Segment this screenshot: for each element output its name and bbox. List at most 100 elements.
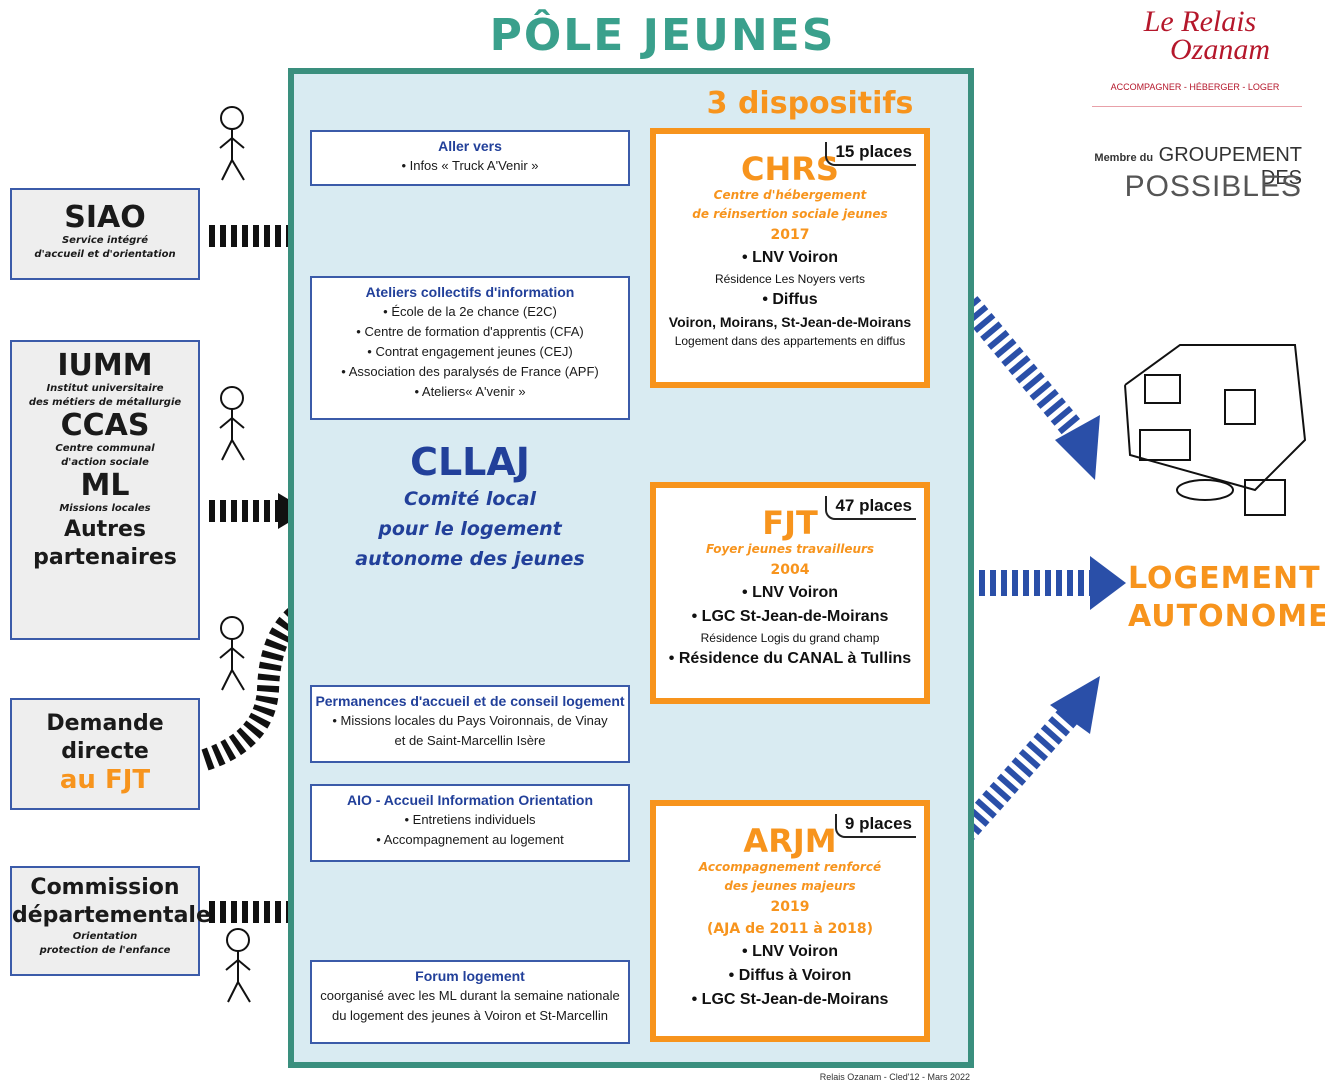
box-line: • Entretiens individuels <box>404 812 536 827</box>
chrs-communes: Voiron, Moirans, St-Jean-de-Moirans <box>668 314 912 330</box>
box-line: • Infos « Truck A'Venir » <box>401 158 539 173</box>
arjm-diffus: • Diffus à Voiron <box>728 967 852 984</box>
chrs-year: 2017 <box>770 227 810 243</box>
iumm-name: IUMM <box>57 348 153 383</box>
walker-figure-2-legs <box>221 437 245 461</box>
apartment-window-1 <box>1144 374 1181 404</box>
fjt-year: 2004 <box>770 562 810 578</box>
chrs-places: 15 places <box>825 142 916 166</box>
groupement-line2: POSSIBLES <box>1124 170 1302 203</box>
box-line: • Centre de formation d'apprentis (CFA) <box>356 324 584 339</box>
siao-desc1: Service intégré <box>61 235 149 246</box>
forum-box: Forum logement coorganisé avec les ML du… <box>310 960 630 1044</box>
siao-box: SIAO Service intégré d'accueil et d'orie… <box>10 188 200 280</box>
commission-line1: Commission <box>30 875 180 900</box>
cllaj-line1: Comité local <box>403 488 537 510</box>
demande-line1: Demande <box>46 711 164 736</box>
relais-ozanam-logo: Le Relais Ozanam <box>1100 0 1300 66</box>
box-line: • Accompagnement au logement <box>376 832 564 847</box>
box-heading: Permanences d'accueil et de conseil loge… <box>315 693 625 709</box>
walker-figure-4-arms <box>225 958 251 971</box>
box-line: • Association des paralysés de France (A… <box>341 364 599 379</box>
fjt-lnv: • LNV Voiron <box>742 584 838 601</box>
arrow-arjm-logement-head <box>1050 676 1100 734</box>
partners-box: IUMM Institut universitaire des métiers … <box>10 340 200 640</box>
arjm-places: 9 places <box>834 814 916 838</box>
box-line: • École de la 2e chance (E2C) <box>383 304 557 319</box>
box-heading: Ateliers collectifs d'information <box>365 284 575 300</box>
walker-figure-1-arms <box>219 136 245 149</box>
permanences-box: Permanences d'accueil et de conseil loge… <box>310 685 630 763</box>
box-line: • Contrat engagement jeunes (CEJ) <box>367 344 573 359</box>
apartment-window-2 <box>1224 389 1256 425</box>
apartment-table <box>1176 479 1234 501</box>
arrow-chrs-logement-head <box>1055 415 1100 480</box>
cllaj-name: CLLAJ <box>410 440 530 484</box>
aller-vers-box: Aller vers • Infos « Truck A'Venir » <box>310 130 630 186</box>
arjm-name: ARJM <box>743 822 837 860</box>
arjm-lgc: • LGC St-Jean-de-Moirans <box>691 991 889 1008</box>
ml-name: ML <box>80 468 130 503</box>
fjt-residence: Résidence Logis du grand champ <box>700 631 880 645</box>
cllaj-line3: autonome des jeunes <box>355 548 585 570</box>
fjt-sub1: Foyer jeunes travailleurs <box>705 542 875 556</box>
siao-name: SIAO <box>64 200 146 235</box>
arrow-demande-curve <box>201 596 316 771</box>
chrs-sub1: Centre d'hébergement <box>713 188 867 202</box>
box-line: coorganisé avec les ML durant la semaine… <box>320 988 620 1003</box>
cllaj-line2: pour le logement <box>378 518 562 540</box>
ccas-name: CCAS <box>60 408 150 443</box>
logo-tagline: ACCOMPAGNER - HÉBERGER - LOGER <box>1110 82 1280 92</box>
ccas-desc1: Centre communal <box>55 443 155 454</box>
arjm-sub1: Accompagnement renforcé <box>698 860 882 874</box>
demande-box: Demande directe au FJT <box>10 698 200 810</box>
box-heading: Aller vers <box>438 138 502 154</box>
arjm-sub2: des jeunes majeurs <box>724 879 856 893</box>
walker-figure-2-arms <box>219 416 245 429</box>
walker-figure-1-head <box>220 106 244 130</box>
logo-name-line2: Ozanam <box>1169 33 1270 66</box>
box-heading: AIO - Accueil Information Orientation <box>346 792 594 808</box>
logement-autonome-label: LOGEMENT AUTONOME <box>1128 560 1325 636</box>
box-line: du logement des jeunes à Voiron et St-Ma… <box>331 1008 609 1023</box>
demande-line2: directe <box>61 739 149 764</box>
walker-figure-1-legs <box>221 157 245 181</box>
apartment-kitchen <box>1139 429 1191 461</box>
logement-line2: AUTONOME <box>1128 599 1325 634</box>
arrow-fjt-logement-head <box>1090 556 1126 610</box>
chrs-diffus: • Diffus <box>762 291 818 308</box>
demande-line3: au FJT <box>59 765 151 795</box>
page-title: PÔLE JEUNES <box>489 10 836 61</box>
arjm-year: 2019 <box>770 899 810 915</box>
chrs-name: CHRS <box>741 150 839 188</box>
chrs-box: 15 places CHRS Centre d'hébergement de r… <box>650 128 930 388</box>
walker-figure-3-legs <box>221 667 245 691</box>
fjt-name: FJT <box>762 504 818 542</box>
credit-text: Relais Ozanam - Cled'12 - Mars 2022 <box>819 1072 970 1082</box>
commission-desc2: protection de l'enfance <box>39 945 171 956</box>
walker-figure-3-arms <box>219 646 245 659</box>
walker-figure-4-legs <box>227 979 251 1003</box>
box-line: • Ateliers« A'venir » <box>414 384 526 399</box>
iumm-desc2: des métiers de métallurgie <box>28 397 182 408</box>
dispositifs-title: 3 dispositifs <box>706 86 914 121</box>
chrs-residence: Résidence Les Noyers verts <box>714 272 866 286</box>
groupement-prefix: Membre du <box>1094 152 1154 164</box>
box-heading: Forum logement <box>415 968 525 984</box>
ateliers-box: Ateliers collectifs d'information • Écol… <box>310 276 630 420</box>
arjm-box: 9 places ARJM Accompagnement renforcé de… <box>650 800 930 1042</box>
groupement-text: GROUPEMENT DES <box>1158 144 1302 189</box>
ccas-desc2: d'action sociale <box>61 457 149 468</box>
apartment-room-outline <box>1124 344 1307 492</box>
ml-desc1: Missions locales <box>59 503 151 514</box>
fjt-canal: • Résidence du CANAL à Tullins <box>668 650 912 667</box>
siao-desc2: d'accueil et d'orientation <box>34 249 176 260</box>
commission-desc1: Orientation <box>72 931 138 942</box>
walker-figure-3-head <box>220 616 244 640</box>
walker-figure-4-head <box>226 928 250 952</box>
fjt-box: 47 places FJT Foyer jeunes travailleurs … <box>650 482 930 704</box>
arjm-year2: (AJA de 2011 à 2018) <box>706 921 874 937</box>
commission-line2: départementale <box>12 903 211 928</box>
arrow-partners-cllaj-body <box>204 500 278 522</box>
autres-line2: partenaires <box>33 545 177 570</box>
